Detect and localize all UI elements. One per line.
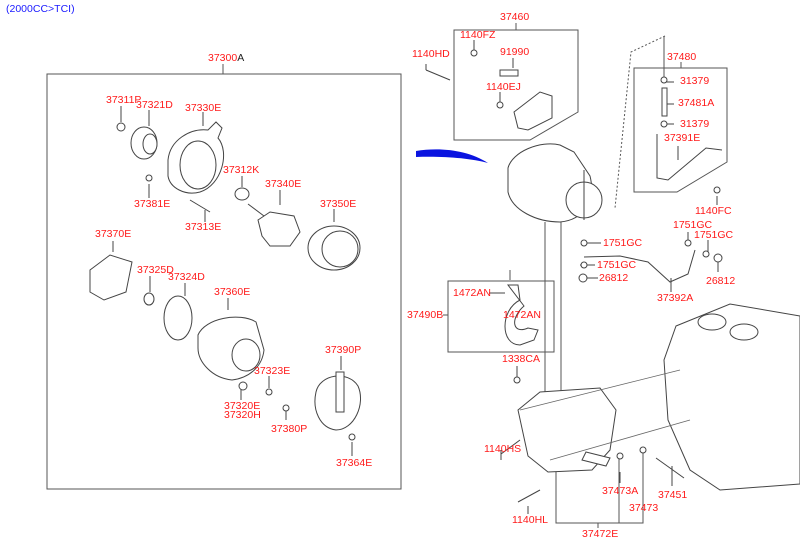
part-label-37320h[interactable]: 37320H [224, 409, 261, 421]
part-label-37311p[interactable]: 37311P [106, 94, 142, 106]
part-label-91990[interactable]: 91990 [500, 46, 530, 58]
part-label-37300a[interactable]: 37300A [208, 53, 244, 64]
direction-arrow-icon [416, 149, 488, 163]
part-label-1140hs[interactable]: 1140HS [484, 443, 522, 455]
part-label-37473[interactable]: 37473 [629, 502, 659, 514]
part-label-37451[interactable]: 37451 [658, 489, 688, 501]
part-suffix: A [237, 52, 245, 64]
part-label-37380p[interactable]: 37380P [271, 423, 308, 435]
part-label-37313e[interactable]: 37313E [185, 221, 222, 233]
part-label-37323e[interactable]: 37323E [254, 365, 291, 377]
alternator-assembly-frame [46, 73, 402, 490]
part-label-37390p[interactable]: 37390P [325, 344, 362, 356]
part-label-37340e[interactable]: 37340E [265, 178, 302, 190]
part-label-37472e[interactable]: 37472E [582, 528, 619, 540]
part-label-31379-lower[interactable]: 31379 [680, 118, 710, 130]
part-label-1751gc-c[interactable]: 1751GC [694, 229, 734, 241]
part-label-1140fz[interactable]: 1140FZ [460, 29, 496, 41]
part-label-1751gc-a[interactable]: 1751GC [603, 237, 643, 249]
part-label-31379-upper[interactable]: 31379 [680, 75, 710, 87]
part-label-1472an-b[interactable]: 1472AN [503, 309, 541, 321]
part-label-37364e[interactable]: 37364E [336, 457, 373, 469]
part-label-1472an-a[interactable]: 1472AN [453, 287, 491, 299]
part-label-37320e[interactable]: 37320E [224, 400, 261, 412]
part-label-37330e[interactable]: 37330E [185, 102, 222, 114]
part-label-1338ca[interactable]: 1338CA [502, 353, 540, 365]
part-label-26812-right[interactable]: 26812 [706, 275, 736, 287]
hose-assembly-frame [447, 280, 555, 353]
part-label-37350e[interactable]: 37350E [320, 198, 357, 210]
part-label-37391e[interactable]: 37391E [664, 132, 701, 144]
part-label-26812-left[interactable]: 26812 [599, 272, 629, 284]
part-label-37473a[interactable]: 37473A [602, 485, 639, 497]
part-label-1140ej[interactable]: 1140EJ [486, 81, 521, 93]
oil-pipe-assembly-frame [633, 67, 728, 193]
part-label-37321d[interactable]: 37321D [136, 99, 173, 111]
part-label-37381e[interactable]: 37381E [134, 198, 171, 210]
part-label-37370e[interactable]: 37370E [95, 228, 132, 240]
part-label-37324d[interactable]: 37324D [168, 271, 205, 283]
part-code: 37300 [208, 52, 238, 64]
part-label-37490b[interactable]: 37490B [407, 309, 444, 321]
part-label-37360e[interactable]: 37360E [214, 286, 251, 298]
bracket-assembly-frame [453, 29, 579, 141]
part-label-37392a[interactable]: 37392A [657, 292, 694, 304]
part-label-37480[interactable]: 37480 [667, 51, 697, 63]
part-label-37481a[interactable]: 37481A [678, 97, 715, 109]
part-label-1140hd[interactable]: 1140HD [412, 48, 450, 60]
part-label-37325d[interactable]: 37325D [137, 264, 174, 276]
part-label-1751gc-b[interactable]: 1751GC [673, 219, 713, 231]
part-label-37312k[interactable]: 37312K [223, 164, 260, 176]
part-label-1751gc-d[interactable]: 1751GC [597, 259, 637, 271]
engine-variant-title: (2000CC>TCI) [6, 3, 75, 15]
part-label-1140hl[interactable]: 1140HL [512, 514, 549, 526]
part-label-1140fc[interactable]: 1140FC [695, 205, 732, 217]
part-label-37460[interactable]: 37460 [500, 11, 530, 23]
